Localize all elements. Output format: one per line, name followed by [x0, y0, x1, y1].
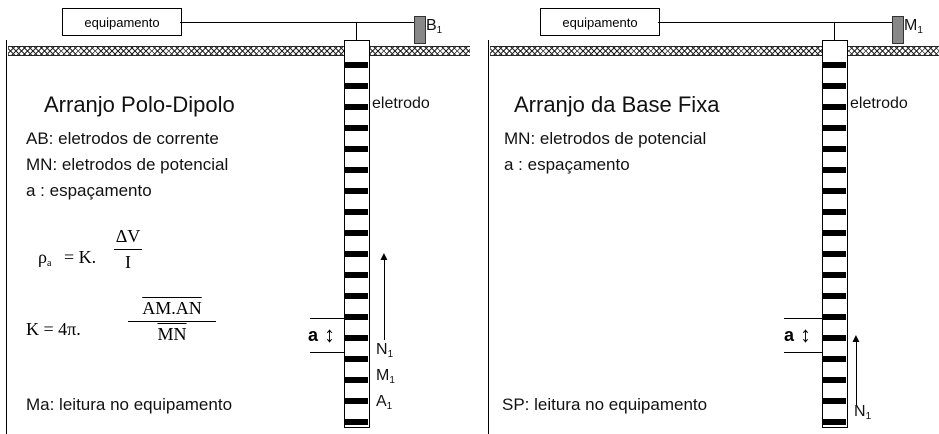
electrode-rung	[822, 104, 846, 110]
electrode-rung	[344, 272, 368, 278]
electrode-rung	[344, 398, 368, 404]
k-equation: K = 4π.	[26, 319, 81, 339]
am-an: AM.AN	[142, 298, 202, 318]
electrode-rung	[344, 230, 368, 236]
legend-a: a : espaçamento	[504, 155, 630, 174]
mn-distance: MN	[157, 324, 187, 344]
delta-v: ΔV	[115, 226, 141, 246]
electrode-rung	[822, 398, 846, 404]
k-fraction: AM.AN MN	[128, 298, 216, 345]
electrode-m1-marker	[892, 16, 904, 44]
electrode-rung	[822, 209, 846, 215]
equipment-label: equipamento	[562, 14, 638, 30]
electrode-rung	[822, 356, 846, 362]
electrode-rung	[822, 230, 846, 236]
electrode-b1-marker	[414, 16, 426, 44]
rho-fraction: ΔV I	[114, 226, 142, 273]
wire-down	[356, 22, 357, 40]
profile-arrow-shaft	[856, 340, 857, 406]
equipment-wire	[658, 22, 892, 23]
electrode-rung	[344, 146, 368, 152]
electrode-rung	[822, 167, 846, 173]
left-panel-border	[6, 40, 7, 434]
spacing-bottom-line	[784, 352, 822, 353]
legend-mn: MN: eletrodos de potencial	[26, 155, 229, 174]
electrode-rung	[822, 314, 846, 320]
electrode-rung	[344, 419, 368, 425]
electrode-rung	[822, 188, 846, 194]
a1-label: A1	[376, 393, 393, 412]
spacing-top-line	[310, 318, 344, 319]
spacing-a-label: a	[308, 325, 319, 345]
electrode-rung	[822, 272, 846, 278]
rho-symbol: ρa	[38, 247, 52, 269]
n1-label: N1	[376, 341, 394, 360]
electrode-rung	[344, 188, 368, 194]
electrode-rung	[822, 419, 846, 425]
electrode-rung	[822, 293, 846, 299]
array-title: Arranjo Polo-Dipolo	[44, 92, 235, 117]
electrode-rung	[822, 146, 846, 152]
ground-surface	[8, 46, 470, 56]
spacing-arrow-icon: ↕	[800, 322, 811, 347]
electrode-rung	[822, 251, 846, 257]
profile-arrow-shaft	[384, 258, 385, 340]
profile-arrow-icon: ▲	[850, 331, 862, 345]
electrode-rung	[344, 314, 368, 320]
electrode-rung	[344, 335, 368, 341]
left-panel: equipamento B1 Arranjo Polo-Dipolo eletr…	[6, 8, 470, 434]
spacing-bottom-line	[310, 352, 344, 353]
legend-mn: MN: eletrodos de potencial	[504, 129, 707, 148]
spacing-top-line	[784, 318, 822, 319]
electrode-rung	[344, 62, 368, 68]
m1-label: M1	[376, 367, 395, 386]
equipment-box: equipamento	[62, 8, 182, 36]
equipment-box: equipamento	[540, 8, 660, 36]
ground-surface	[490, 46, 939, 56]
electrode-label: eletrodo	[372, 95, 430, 112]
electrode-rung	[822, 125, 846, 131]
reading-note: SP: leitura no equipamento	[502, 395, 708, 414]
electrode-label: eletrodo	[850, 95, 908, 112]
reading-note: Ma: leitura no equipamento	[26, 395, 233, 414]
wire-down	[834, 22, 835, 40]
b1-label: B1	[426, 17, 443, 36]
electrode-rung	[822, 62, 846, 68]
electrode-rung	[822, 377, 846, 383]
electrode-rung	[344, 209, 368, 215]
rho-equals-k: = K.	[64, 247, 97, 267]
electrode-rung	[344, 125, 368, 131]
electrode-rung	[822, 83, 846, 89]
electrode-rung	[344, 251, 368, 257]
electrode-rung	[344, 356, 368, 362]
current-i: I	[125, 252, 131, 272]
right-panel-border	[488, 40, 489, 434]
n1-label: N1	[854, 403, 872, 422]
electrode-rung	[344, 83, 368, 89]
electrode-rung	[344, 377, 368, 383]
electrode-rung	[822, 335, 846, 341]
legend-a: a : espaçamento	[26, 181, 152, 200]
spacing-a-label: a	[784, 325, 795, 345]
array-title: Arranjo da Base Fixa	[514, 92, 720, 117]
electrode-rung	[344, 167, 368, 173]
electrode-rung	[344, 293, 368, 299]
equipment-label: equipamento	[84, 14, 160, 30]
m1-top-label: M1	[904, 17, 923, 36]
spacing-arrow-icon: ↕	[324, 322, 335, 347]
legend-ab: AB: eletrodos de corrente	[26, 129, 219, 148]
profile-arrow-icon: ▲	[378, 249, 390, 263]
right-panel: equipamento M1 Arranjo da Base Fixa elet…	[484, 0, 939, 434]
equipment-wire	[180, 22, 414, 23]
electrode-rung	[344, 104, 368, 110]
